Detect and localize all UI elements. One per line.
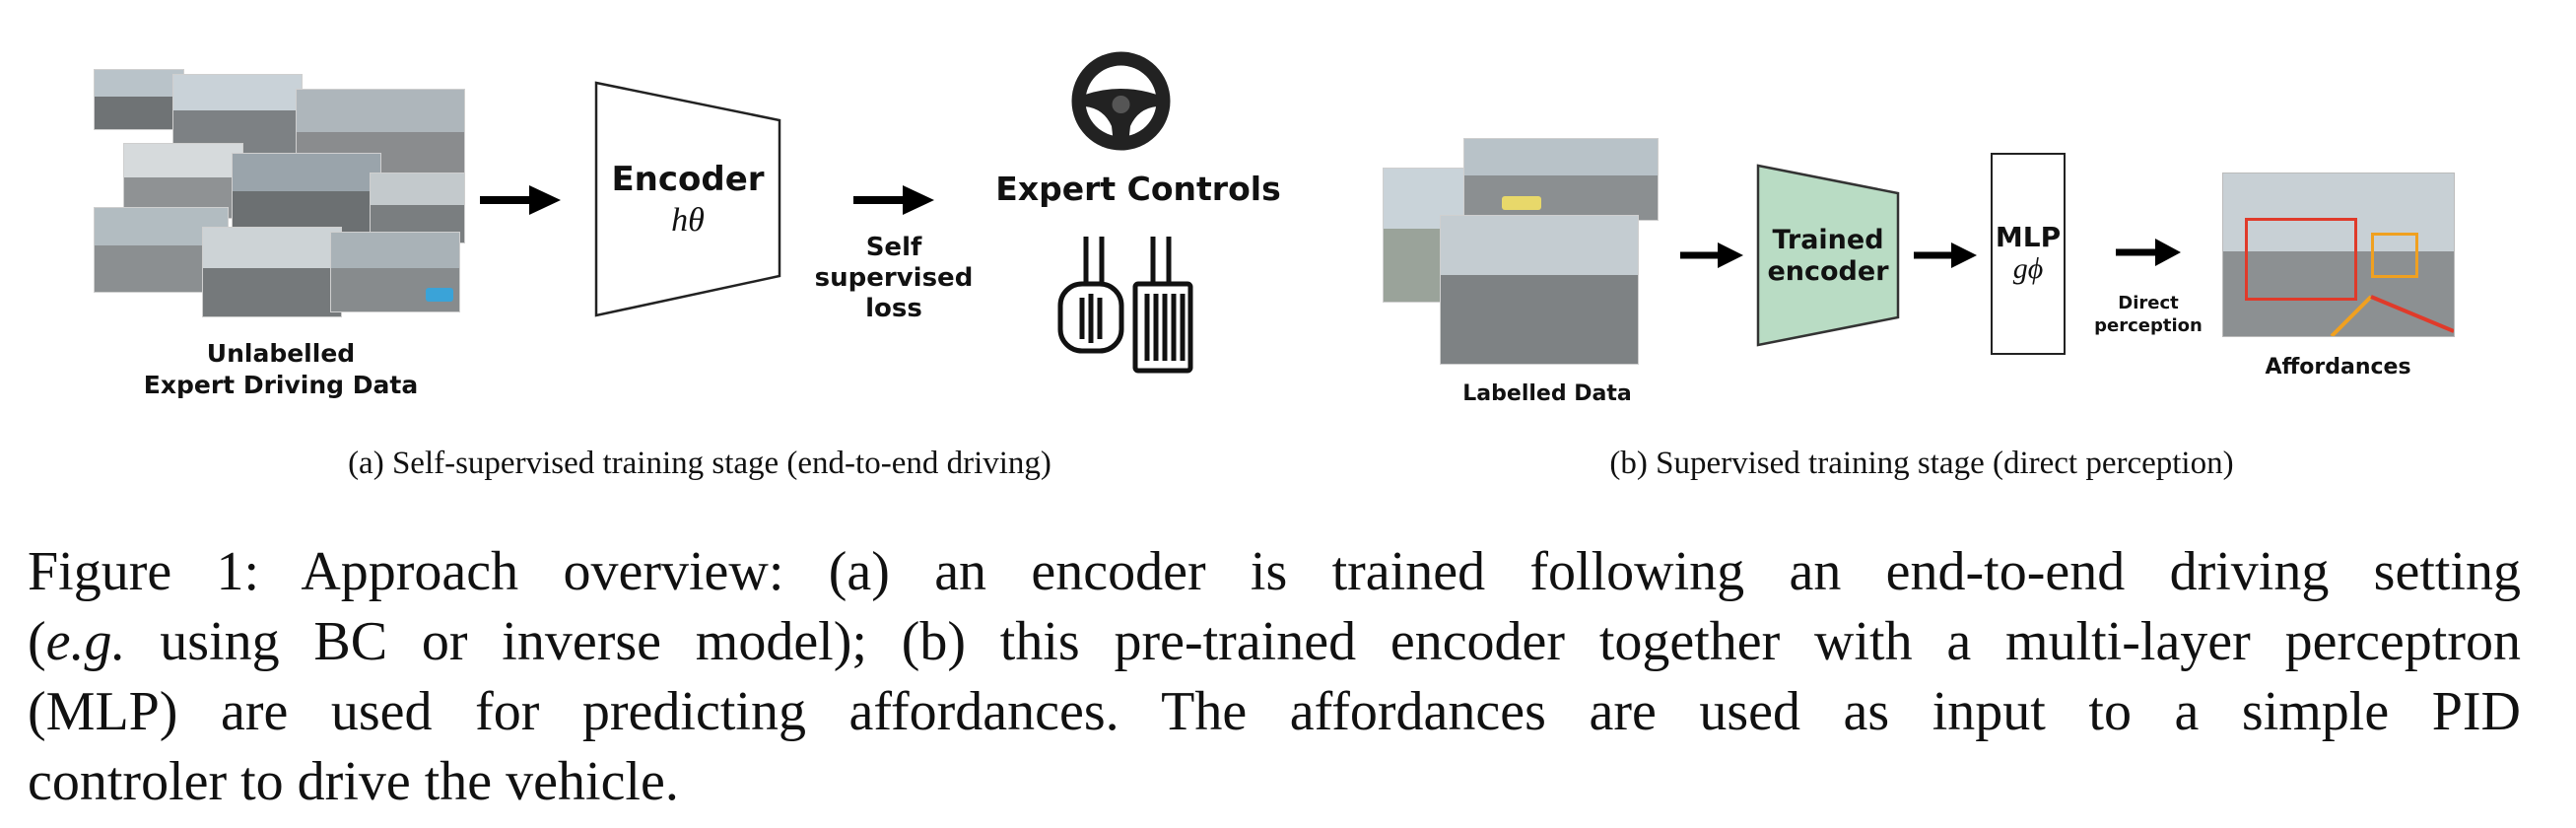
encoder-title: Encoder	[611, 160, 765, 199]
figure-caption: Figure 1: Approach overview: (a) an enco…	[28, 537, 2521, 817]
caption-line: controler to drive the vehicle.	[28, 751, 679, 812]
steering-wheel-icon	[1071, 51, 1171, 151]
affordances-label: Affordances	[2265, 355, 2411, 380]
caption-line: Figure 1: Approach overview: (a) an enco…	[28, 541, 2521, 602]
driving-image-thumbnail	[330, 232, 460, 312]
unlabelled-image-collage	[94, 69, 465, 317]
unlabelled-data-label: Unlabelled Expert Driving Data	[143, 339, 419, 399]
traffic-light-bounding-box	[2371, 233, 2418, 278]
encoder-symbol: hθ	[671, 202, 705, 239]
expert-controls-title: Expert Controls	[995, 170, 1281, 208]
mlp-block	[1991, 153, 2066, 355]
trained-encoder-block	[1756, 164, 1900, 347]
driving-image-thumbnail	[1440, 215, 1639, 365]
direct-perception-label: Direct perception	[2094, 293, 2203, 336]
arrow-right-icon	[1680, 242, 1743, 268]
labelled-image-stack	[1383, 138, 1659, 365]
caption-line: (MLP) are used for predicting affordance…	[28, 681, 2521, 742]
arrow-right-icon	[480, 185, 561, 215]
caption-line: (e.g. using BC or inverse model); (b) th…	[28, 611, 2521, 672]
affordances-image	[2222, 172, 2455, 337]
self-supervised-loss-label: Self supervised loss	[814, 233, 974, 323]
subfigure-b-caption: (b) Supervised training stage (direct pe…	[1609, 446, 2234, 481]
subfigure-a-caption: (a) Self-supervised training stage (end-…	[348, 446, 1051, 481]
driving-image-thumbnail	[94, 69, 184, 130]
driving-image-thumbnail	[1463, 138, 1659, 221]
mlp-title: MLP	[1995, 221, 2062, 253]
labelled-data-label: Labelled Data	[1462, 381, 1632, 406]
driving-image-thumbnail	[232, 153, 381, 239]
driving-image-thumbnail	[202, 227, 342, 317]
mlp-symbol: gϕ	[2012, 252, 2044, 285]
arrow-right-icon	[2116, 239, 2181, 266]
arrow-right-icon	[1914, 242, 1977, 268]
encoder-block	[594, 81, 781, 317]
trained-encoder-label: Trained encoder	[1767, 225, 1889, 287]
pedestrian-bounding-box	[2245, 218, 2357, 301]
arrow-right-icon	[853, 185, 934, 215]
pedals-icon	[1057, 237, 1193, 374]
